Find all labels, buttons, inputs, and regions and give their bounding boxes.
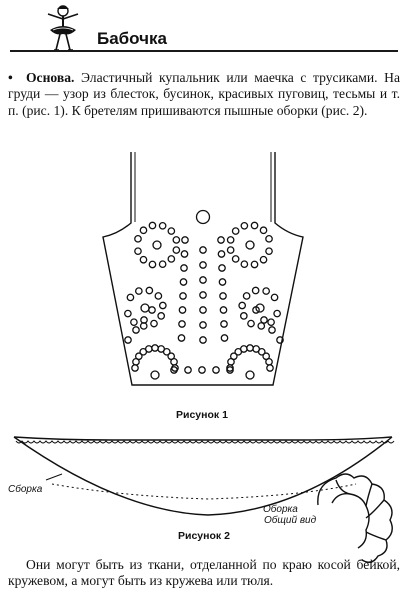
page-title: Бабочка [97,29,167,48]
closing-paragraph: Они могут быть из ткани, отделанной по к… [8,557,400,589]
intro-paragraph: • Основа. Эластичный купальник или маечк… [8,70,400,119]
ruffle-view [317,473,393,563]
gather-label: Сборка [8,484,43,495]
figure-2-caption: Рисунок 2 [178,530,230,542]
general-view-label: Общий вид [264,515,317,526]
header-divider [10,50,398,52]
bead-pattern [124,209,284,380]
bullet: • [8,70,13,85]
intro-text: Эластичный купальник или маечка с трусик… [8,70,400,118]
figure-1-caption: Рисунок 1 [176,409,228,421]
ruffle-label: Оборка [263,504,298,515]
intro-lead: Основа. [25,70,75,85]
